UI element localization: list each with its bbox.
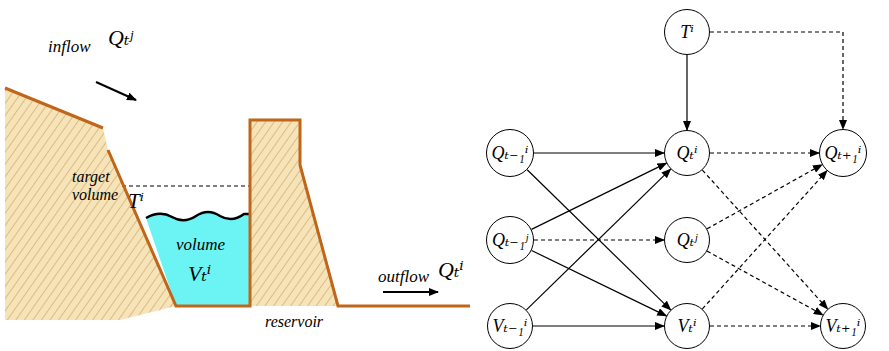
outflow-arrow [383,291,438,293]
dashed-dependency [707,251,823,315]
variable-node: Qₜⁱ [664,130,710,176]
bank-outline [5,88,103,128]
symbol-label: Qₜʲ [108,26,133,50]
water-surface [146,212,250,220]
dependency-arrow [527,170,670,310]
symbol-label: Vₜⁱ [188,262,211,286]
inflow-arrow [96,82,136,100]
symbol-label: Tⁱ [128,190,144,213]
node-label: Vₜ₊₁ⁱ [826,317,861,335]
variable-node: Qₜ₋₁ʲ [486,216,534,264]
dashed-dependency [710,152,819,153]
target-line [122,186,250,187]
dependency-arrow [532,163,667,229]
dependency-arrow [533,325,664,326]
dependency-arrow [534,152,664,153]
dashed-dependency [710,32,843,129]
node-label: Qₜ₋₁ʲ [492,231,528,249]
node-label: Qₜ₋₁ⁱ [492,144,529,162]
dashed-dependency [707,165,822,229]
flow-label: outflow [378,268,429,287]
symbol-label: Qₜⁱ [438,258,464,282]
flow-label: inflow [48,38,91,57]
node-label: Vₜⁱ [677,317,696,335]
variable-node: Qₜ₋₁ⁱ [486,129,534,177]
node-label: Tⁱ [680,23,694,41]
dependency-arrow [526,169,670,310]
dashed-dependency [534,239,664,240]
left-bank [5,88,176,320]
dashed-dependency [702,171,827,309]
variable-node: Tⁱ [664,9,710,55]
variable-node: Vₜ₋₁ⁱ [487,303,533,349]
node-label: Qₜⁱ [676,144,697,162]
variable-node: Vₜ₊₁ⁱ [820,303,866,349]
water [146,212,250,306]
dashed-dependency [702,170,827,309]
node-label: Qₜʲ [677,231,697,249]
dependency-arrow [532,251,667,316]
volume-label: volume [176,236,225,255]
variable-node: Vₜⁱ [664,303,710,349]
dam [250,120,338,306]
node-label: Qₜ₊₁ⁱ [825,144,862,162]
variable-node: Qₜʲ [664,217,710,263]
dependency-arrow [686,55,687,130]
node-label: Vₜ₋₁ⁱ [493,317,528,335]
target-label: target volume [72,168,132,203]
basin-outline [108,120,470,306]
part-label: reservoir [265,313,323,331]
dashed-dependency [710,325,820,326]
variable-node: Qₜ₊₁ⁱ [819,129,867,177]
